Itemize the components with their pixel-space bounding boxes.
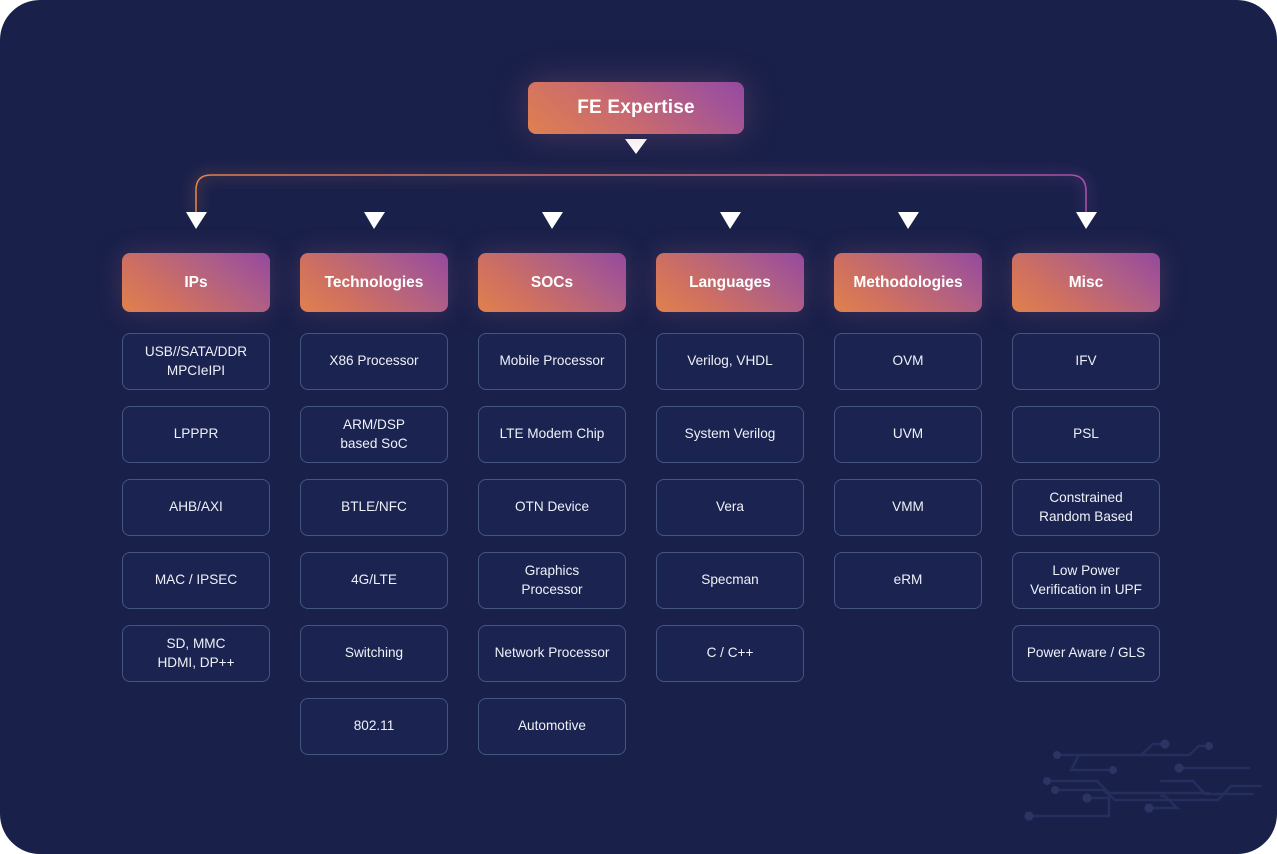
category-item[interactable]: Power Aware / GLS [1012,625,1160,682]
column-header-label: Technologies [324,273,424,291]
column-header-label: IPs [184,273,208,291]
category-item[interactable]: MAC / IPSEC [122,552,270,609]
category-item-label: Mobile Processor [499,353,605,369]
category-item-label: AHB/AXI [169,499,223,515]
root-node-fe-expertise[interactable]: FE Expertise [528,82,744,134]
category-item[interactable]: 4G/LTE [300,552,448,609]
column-header-ips[interactable]: IPs [122,253,270,312]
category-item-label: Vera [716,499,744,515]
category-item[interactable]: LTE Modem Chip [478,406,626,463]
category-item[interactable]: IFV [1012,333,1160,390]
category-item[interactable]: BTLE/NFC [300,479,448,536]
category-item-label: LTE Modem Chip [499,426,605,442]
category-item-label: X86 Processor [329,353,419,369]
category-item[interactable]: VMM [834,479,982,536]
category-item[interactable]: Mobile Processor [478,333,626,390]
column-header-technologies[interactable]: Technologies [300,253,448,312]
category-item-label: PSL [1073,426,1099,442]
category-item-label: SD, MMC HDMI, DP++ [157,635,235,670]
category-item-label: 802.11 [353,718,395,734]
column-header-languages[interactable]: Languages [656,253,804,312]
category-item[interactable]: eRM [834,552,982,609]
category-item[interactable]: 802.11 [300,698,448,755]
category-item[interactable]: Graphics Processor [478,552,626,609]
column-header-label: Misc [1068,273,1104,291]
category-item-label: System Verilog [684,426,776,442]
category-item[interactable]: OTN Device [478,479,626,536]
category-item-label: eRM [893,572,923,588]
category-item[interactable]: Switching [300,625,448,682]
category-item-label: UVM [892,426,924,442]
category-item-label: Automotive [517,718,586,734]
column-header-misc[interactable]: Misc [1012,253,1160,312]
category-item-label: Low Power Verification in UPF [1030,562,1142,597]
category-item-label: Verilog, VHDL [687,353,773,369]
category-item[interactable]: PSL [1012,406,1160,463]
category-item-label: Switching [344,645,404,661]
category-item-label: LPPPR [173,426,219,442]
category-item[interactable]: C / C++ [656,625,804,682]
root-node-label: FE Expertise [577,97,695,118]
column-header-methodologies[interactable]: Methodologies [834,253,982,312]
category-item-label: Network Processor [494,645,610,661]
column-header-label: Methodologies [853,273,963,291]
category-item[interactable]: SD, MMC HDMI, DP++ [122,625,270,682]
category-item[interactable]: Constrained Random Based [1012,479,1160,536]
category-item[interactable]: OVM [834,333,982,390]
category-item[interactable]: Verilog, VHDL [656,333,804,390]
category-item[interactable]: Network Processor [478,625,626,682]
category-item-label: VMM [892,499,924,515]
category-item-label: BTLE/NFC [341,499,407,515]
category-item-label: ARM/DSP based SoC [340,416,408,451]
category-item[interactable]: ARM/DSP based SoC [300,406,448,463]
category-item[interactable]: LPPPR [122,406,270,463]
category-item-label: Graphics Processor [521,562,583,597]
category-item[interactable]: UVM [834,406,982,463]
category-item-label: MAC / IPSEC [154,572,238,588]
category-item[interactable]: Low Power Verification in UPF [1012,552,1160,609]
category-item[interactable]: X86 Processor [300,333,448,390]
category-item-label: C / C++ [706,645,754,661]
category-item[interactable]: USB//SATA/DDR MPCIeIPI [122,333,270,390]
category-item-label: 4G/LTE [351,572,397,588]
category-item[interactable]: Vera [656,479,804,536]
category-item[interactable]: AHB/AXI [122,479,270,536]
category-item[interactable]: Specman [656,552,804,609]
column-header-label: Languages [689,273,771,291]
category-item[interactable]: Automotive [478,698,626,755]
category-item[interactable]: System Verilog [656,406,804,463]
category-item-label: OTN Device [514,499,590,515]
category-item-label: Constrained Random Based [1039,489,1133,524]
column-header-label: SOCs [530,273,574,291]
category-item-label: USB//SATA/DDR MPCIeIPI [144,343,248,378]
category-item-label: IFV [1075,353,1097,369]
column-header-socs[interactable]: SOCs [478,253,626,312]
category-item-label: Specman [701,572,759,588]
category-item-label: OVM [892,353,924,369]
category-item-label: Power Aware / GLS [1026,645,1146,661]
